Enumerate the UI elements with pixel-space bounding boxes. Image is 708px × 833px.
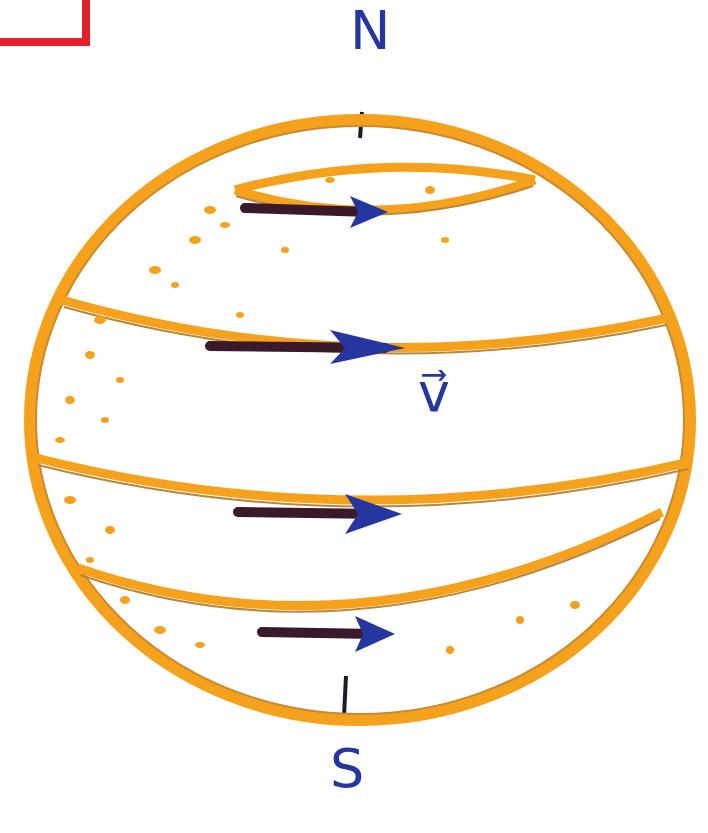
latitude-lines: [36, 167, 690, 612]
south-tick: [344, 676, 346, 716]
sphere-outline: [30, 120, 690, 720]
vector-label: v⃗: [418, 366, 450, 420]
shading-dots: [55, 177, 580, 654]
south-label: S: [330, 742, 364, 796]
north-label: N: [350, 4, 390, 58]
sphere-outline-inner: [36, 126, 684, 714]
frame-corner: [0, 0, 86, 42]
rotation-arrows: [210, 196, 405, 652]
